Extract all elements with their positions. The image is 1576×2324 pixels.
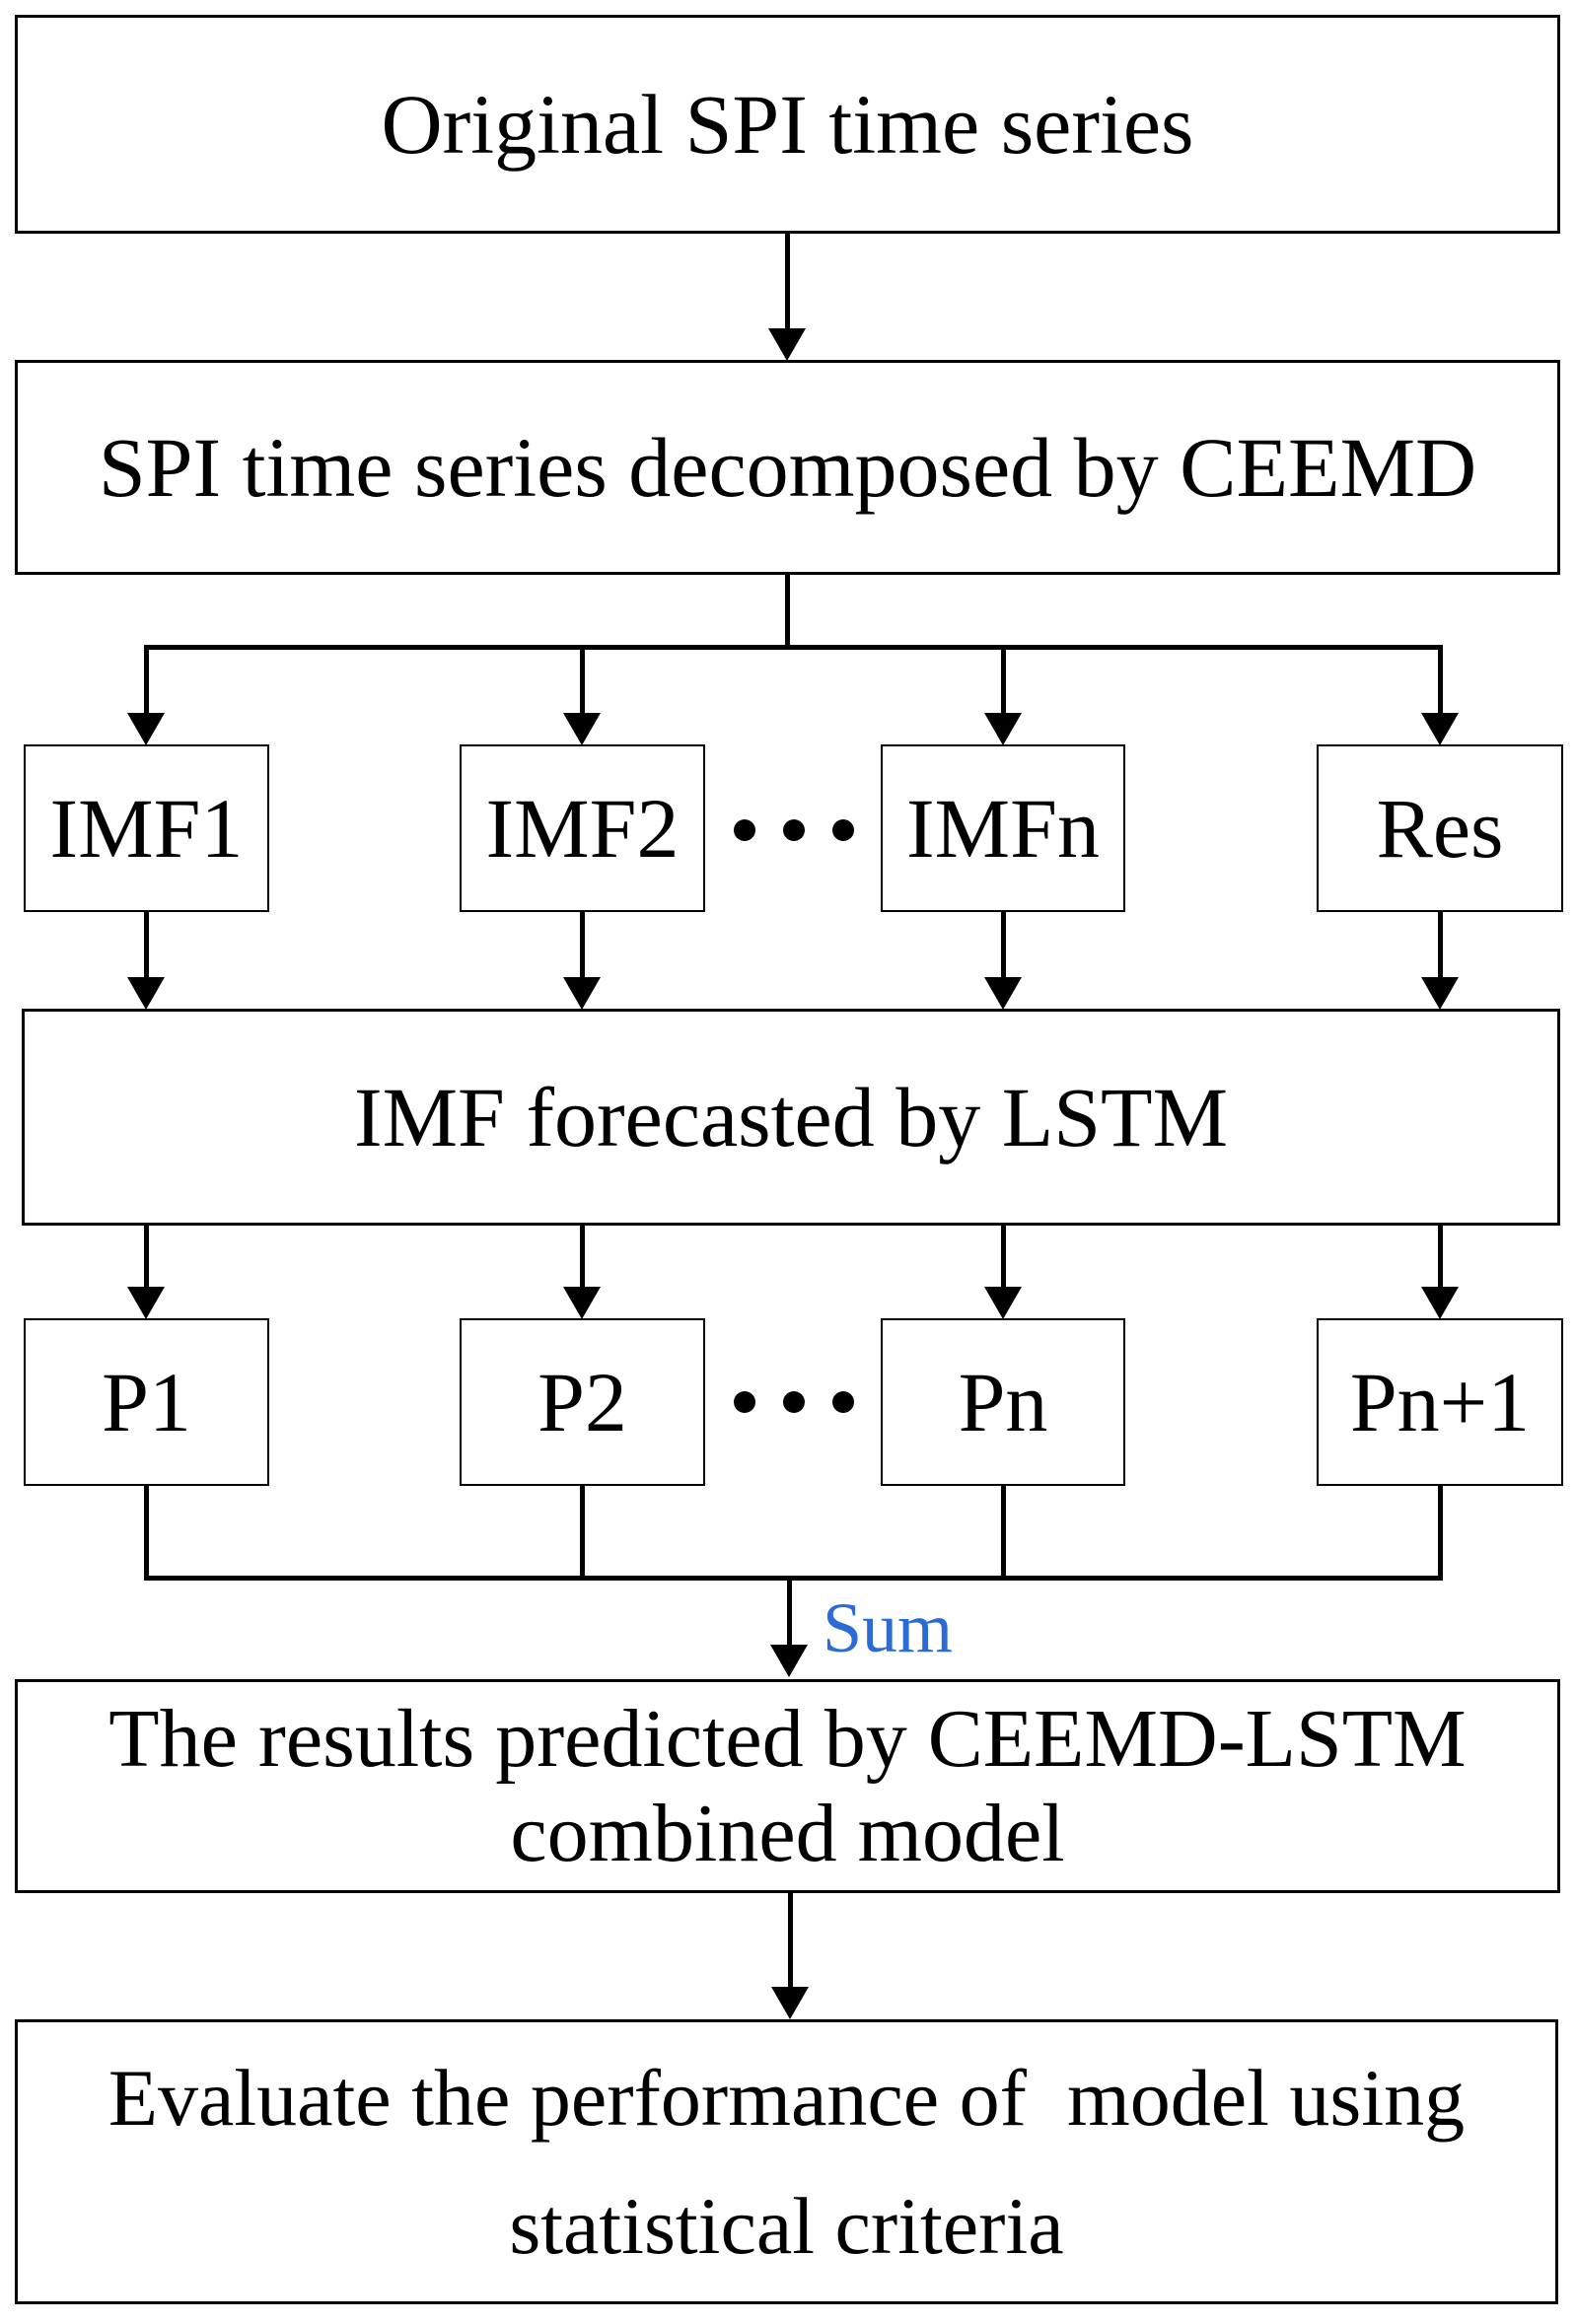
dot-icon xyxy=(734,1391,755,1413)
edge-lstm-to-pn1 xyxy=(1438,1224,1443,1290)
arrowhead-icon xyxy=(127,713,165,745)
edge-original-to-decomposed xyxy=(785,234,790,330)
node-label-line2: combined model xyxy=(510,1787,1065,1879)
ellipsis-icon xyxy=(734,1391,854,1413)
node-label: Res xyxy=(1376,780,1504,876)
edge-results-to-evaluate xyxy=(788,1893,793,1989)
node-label: P1 xyxy=(102,1354,191,1449)
arrowhead-icon xyxy=(563,1287,601,1319)
edge-branch-to-imfn xyxy=(1001,647,1006,716)
node-results-combined-model: The results predicted by CEEMD-LSTM comb… xyxy=(15,1679,1560,1893)
node-label: IMFn xyxy=(906,780,1100,876)
dot-icon xyxy=(783,819,805,841)
edge-sum-to-results xyxy=(787,1579,792,1648)
edge-imfn-to-lstm xyxy=(1001,910,1006,979)
node-pn: Pn xyxy=(881,1318,1125,1486)
arrowhead-icon xyxy=(984,713,1022,745)
arrowhead-icon xyxy=(127,1287,165,1319)
arrowhead-icon xyxy=(127,977,165,1010)
dot-icon xyxy=(734,819,755,841)
node-label-line1: The results predicted by CEEMD-LSTM xyxy=(108,1692,1467,1785)
node-label: IMF forecasted by LSTM xyxy=(353,1069,1229,1164)
node-label: Pn+1 xyxy=(1349,1354,1531,1449)
node-res: Res xyxy=(1317,744,1563,912)
edge-p1-to-collector xyxy=(144,1484,149,1581)
node-p2: P2 xyxy=(460,1318,705,1486)
arrowhead-icon xyxy=(771,1987,809,2019)
node-label-line2: statistical criteria xyxy=(509,2180,1064,2271)
arrowhead-icon xyxy=(768,328,806,361)
node-lstm-forecast: IMF forecasted by LSTM xyxy=(22,1009,1560,1226)
arrowhead-icon xyxy=(770,1645,808,1677)
dot-icon xyxy=(832,819,854,841)
arrowhead-icon xyxy=(563,713,601,745)
node-label: P2 xyxy=(537,1354,627,1449)
edge-lstm-to-p1 xyxy=(144,1224,149,1290)
arrowhead-icon xyxy=(984,1287,1022,1319)
edge-lstm-to-pn xyxy=(1001,1224,1006,1290)
ellipsis-icon xyxy=(734,819,854,841)
node-imf1: IMF1 xyxy=(24,744,269,912)
dot-icon xyxy=(832,1391,854,1413)
arrowhead-icon xyxy=(984,977,1022,1010)
arrowhead-icon xyxy=(563,977,601,1010)
node-imfn: IMFn xyxy=(881,744,1125,912)
node-imf2: IMF2 xyxy=(460,744,705,912)
edge-branch-to-imf2 xyxy=(580,647,585,716)
node-label: Original SPI time series xyxy=(381,76,1194,172)
edge-branch-to-res xyxy=(1438,647,1443,716)
edge-imf2-to-lstm xyxy=(580,910,585,979)
dot-icon xyxy=(783,1391,805,1413)
arrowhead-icon xyxy=(1421,977,1459,1010)
edge-imf1-to-lstm xyxy=(144,910,149,979)
edge-pn1-to-collector xyxy=(1438,1484,1443,1581)
node-label: Pn xyxy=(958,1354,1048,1449)
node-pn-plus-1: Pn+1 xyxy=(1317,1318,1563,1486)
edge-res-to-lstm xyxy=(1438,910,1443,979)
node-p1: P1 xyxy=(24,1318,269,1486)
sum-label: Sum xyxy=(823,1588,954,1667)
node-label: SPI time series decomposed by CEEMD xyxy=(98,419,1477,515)
edge-lstm-to-p2 xyxy=(580,1224,585,1290)
node-label: IMF2 xyxy=(485,780,680,876)
edge-p2-to-collector xyxy=(580,1484,585,1581)
edge-pn-to-collector xyxy=(1001,1484,1006,1581)
collector-line xyxy=(144,1576,1443,1581)
node-label-line1: Evaluate the performance of model using xyxy=(107,2052,1466,2143)
arrowhead-icon xyxy=(1421,713,1459,745)
edge-decomposed-stem xyxy=(785,575,790,649)
node-label: IMF1 xyxy=(49,780,244,876)
branch-line xyxy=(144,645,1443,650)
node-original-spi-time-series: Original SPI time series xyxy=(15,15,1560,234)
arrowhead-icon xyxy=(1421,1287,1459,1319)
node-decomposed-by-ceemd: SPI time series decomposed by CEEMD xyxy=(15,360,1560,575)
node-evaluate-performance: Evaluate the performance of model using … xyxy=(15,2019,1558,2304)
edge-branch-to-imf1 xyxy=(144,647,149,716)
